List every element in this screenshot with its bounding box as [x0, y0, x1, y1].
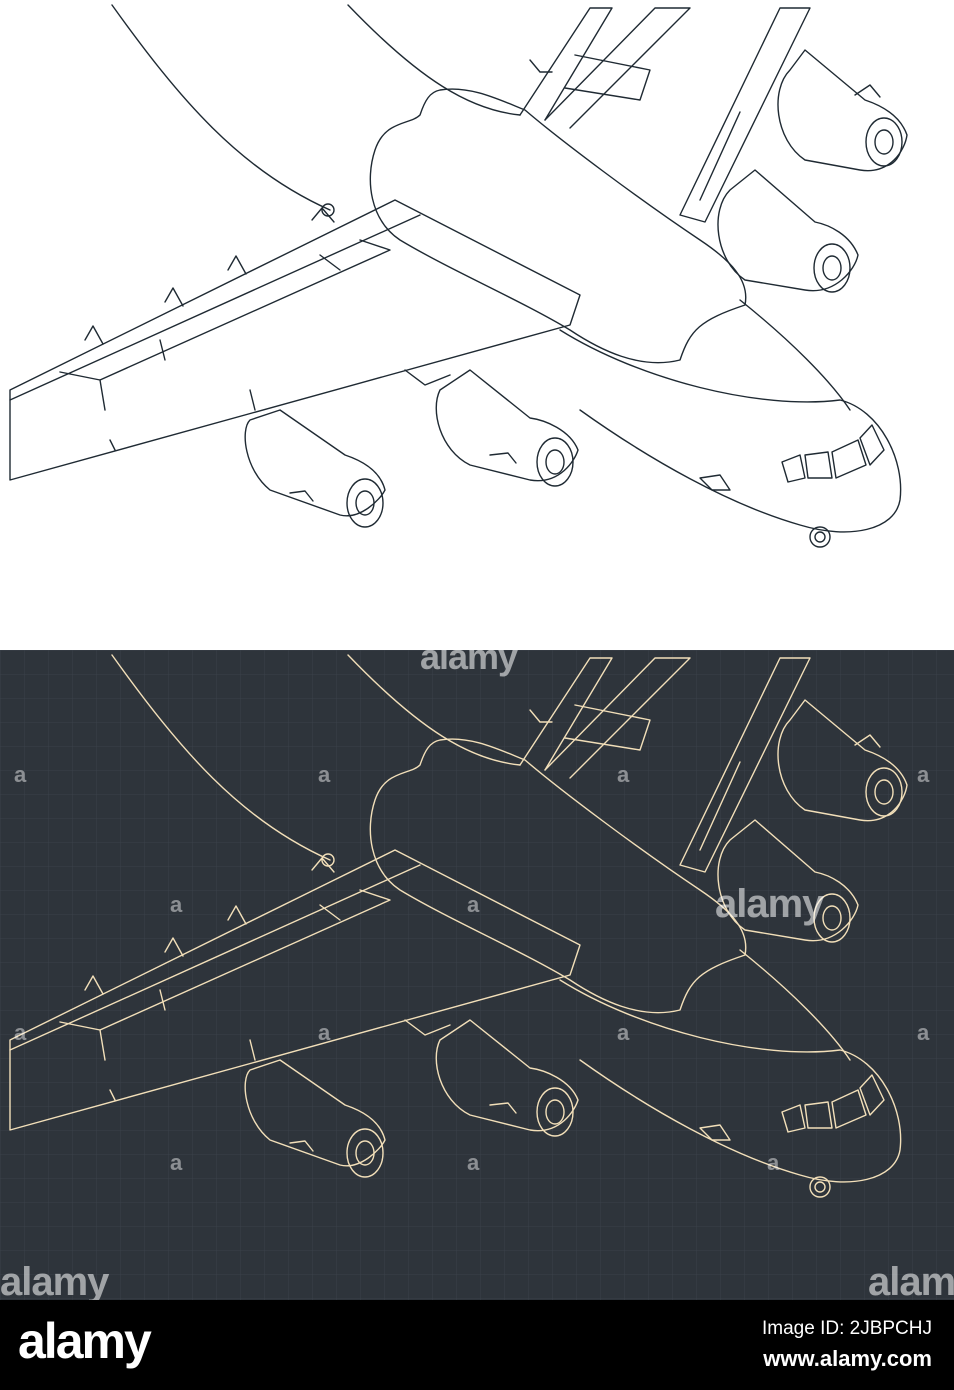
footer-meta: Image ID: 2JBPCHJ www.alamy.com [762, 1314, 932, 1374]
dark-drawing-panel: alamy alamy alamy alamy a a a a a a a a … [0, 650, 954, 1300]
watermark-letter: a [14, 762, 27, 787]
watermark-letter: a [767, 1150, 780, 1175]
light-drawing-panel [0, 0, 954, 650]
brand-logo: alamy [18, 1313, 152, 1369]
watermark-letter: a [170, 1150, 183, 1175]
watermark-letter: a [14, 1020, 27, 1045]
airplane-line-drawing-light [9, 4, 908, 548]
watermark-letter: a [917, 1020, 930, 1045]
watermark-letter: a [170, 892, 183, 917]
site-link[interactable]: www.alamy.com [763, 1346, 932, 1371]
watermark-letter: a [917, 762, 930, 787]
watermark-letter: a [467, 892, 480, 917]
image-id: Image ID: 2JBPCHJ [762, 1318, 932, 1339]
stock-footer: alamy Image ID: 2JBPCHJ www.alamy.com [0, 1300, 954, 1390]
watermark-letter: a [467, 1150, 480, 1175]
watermark-letter: a [617, 1020, 630, 1045]
watermark-letter: a [318, 1020, 331, 1045]
watermark-letter: a [318, 762, 331, 787]
airplane-line-drawing-dark [0, 650, 954, 1300]
watermark-letter: a [617, 762, 630, 787]
